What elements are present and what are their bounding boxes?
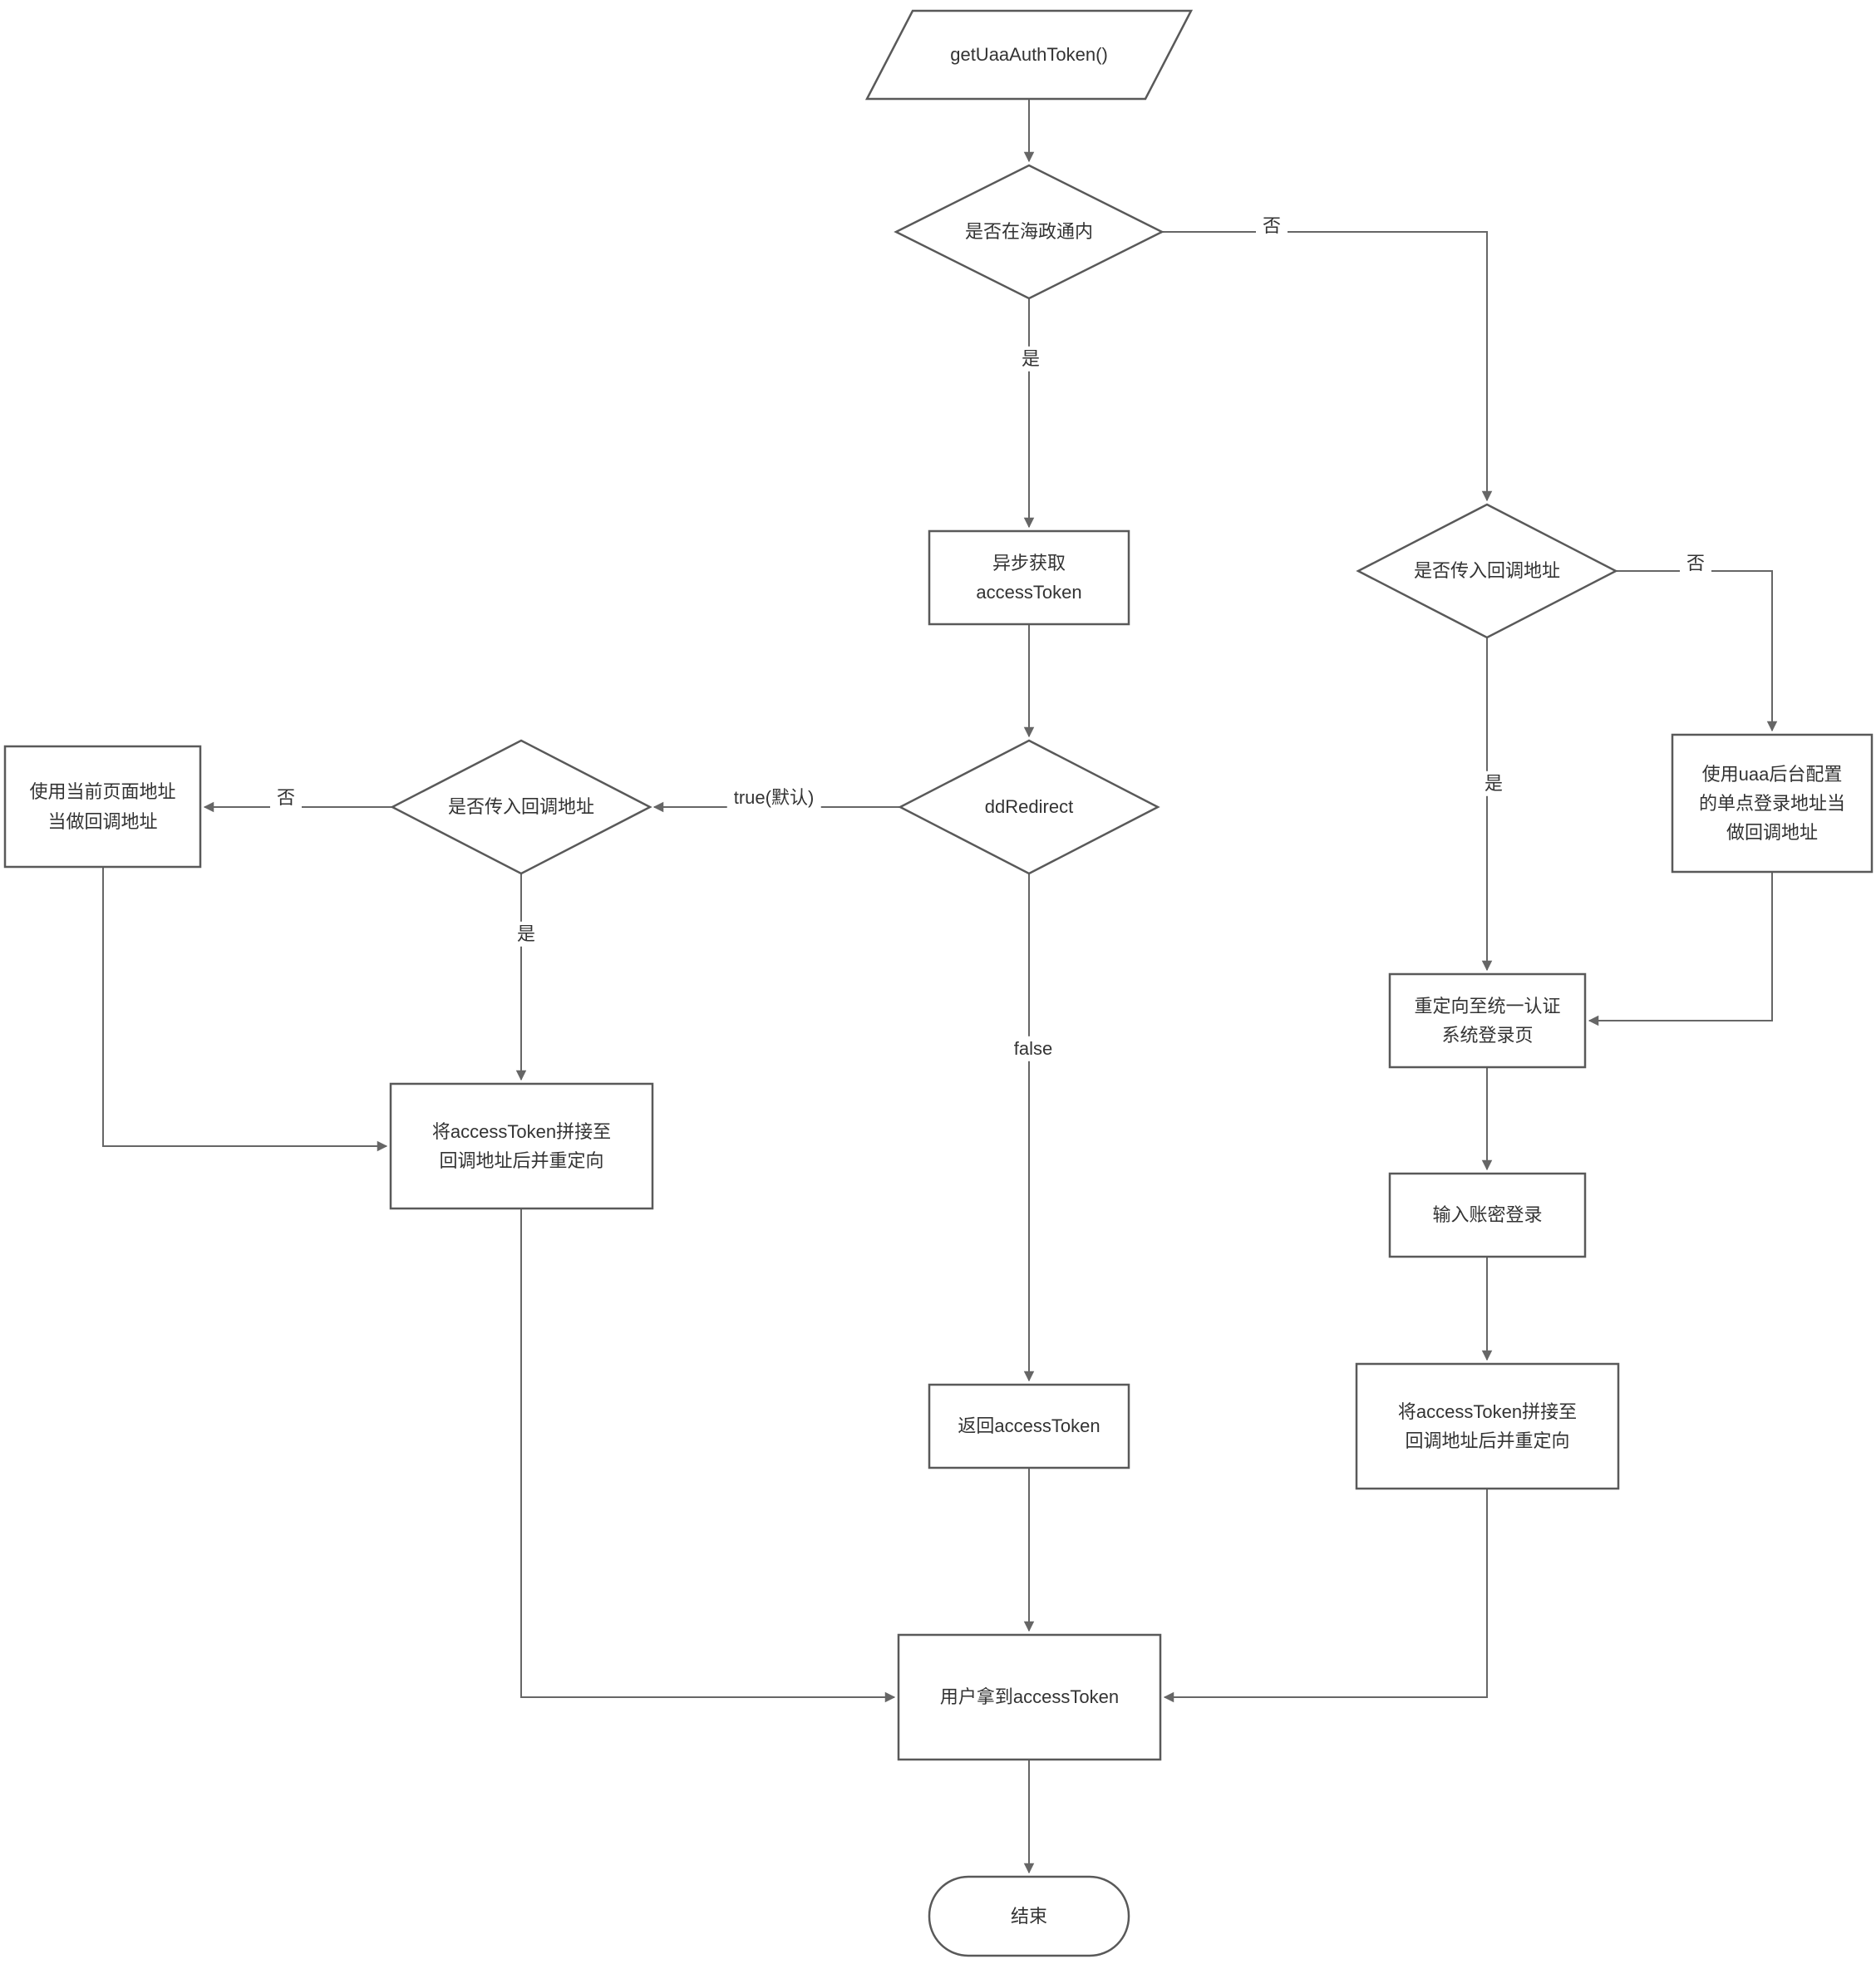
process-return-token-label: 返回accessToken <box>958 1415 1100 1437</box>
decision-callback-left-label: 是否传入回调地址 <box>447 796 594 818</box>
process-append-left-label: 将accessToken拼接至 回调地址后并重定向 <box>431 1120 612 1171</box>
process-input-credentials-label: 输入账密登录 <box>1432 1204 1543 1226</box>
process-use-uaa-config-label: 使用uaa后台配置 的单点登录地址当 做回调地址 <box>1698 763 1845 844</box>
decision-in-haizhengtong-label: 是否在海政通内 <box>964 221 1093 243</box>
process-return-token-shape <box>928 1383 1130 1469</box>
process-use-current-page-label: 使用当前页面地址 当做回调地址 <box>29 781 176 832</box>
decision-callback-right-shape <box>1356 503 1618 639</box>
process-use-uaa-config-shape <box>1671 733 1874 874</box>
decision-in-haizhengtong-shape <box>894 164 1164 300</box>
process-input-credentials-shape <box>1388 1172 1587 1258</box>
process-redirect-sso-label: 重定向至统一认证 系统登录页 <box>1414 995 1561 1046</box>
process-use-current-page-shape <box>3 745 202 869</box>
process-user-gets-token-label: 用户拿到accessToken <box>939 1686 1120 1708</box>
process-append-left-shape <box>389 1082 654 1210</box>
process-append-right-label: 将accessToken拼接至 回调地址后并重定向 <box>1397 1400 1578 1451</box>
edge-label-false: false <box>1007 1036 1060 1062</box>
edge-label-yes-left: 是 <box>510 921 543 948</box>
edge-haizhengtong-no-to-callback-right <box>1162 231 1493 502</box>
start-shape <box>864 9 1194 101</box>
edge-label-yes-right: 是 <box>1477 770 1510 797</box>
process-redirect-sso-shape <box>1388 972 1587 1069</box>
edge-label-no-right: 否 <box>1679 550 1712 577</box>
process-async-get-token-label: 异步获取 accessToken <box>976 552 1082 603</box>
edge-append-right-to-user-gets <box>1163 1489 1488 1703</box>
decision-ddredirect-label: ddRedirect <box>984 796 1074 818</box>
start-node-label: getUaaAuthToken() <box>950 44 1108 66</box>
edge-label-true-default: true(默认) <box>726 785 821 811</box>
edges-group <box>102 99 1778 1874</box>
decision-callback-left-shape <box>390 739 652 875</box>
edge-label-yes-top: 是 <box>1014 346 1047 372</box>
process-append-right-shape <box>1355 1362 1620 1490</box>
edge-uaa-config-to-redirect <box>1588 872 1773 1026</box>
shapes-group <box>3 9 1874 1957</box>
edge-label-no-left: 否 <box>269 785 303 811</box>
edge-current-page-to-append-left <box>102 867 388 1152</box>
terminator-end-label: 结束 <box>1010 1905 1047 1927</box>
decision-callback-right-label: 是否传入回调地址 <box>1413 560 1560 582</box>
terminator-end-shape <box>928 1875 1130 1957</box>
decision-ddredirect-shape <box>898 739 1160 875</box>
edge-append-left-to-user-gets <box>520 1208 896 1703</box>
process-async-get-token-shape <box>928 529 1130 626</box>
edge-callback-right-no-to-uaa-config <box>1616 570 1778 732</box>
edge-label-no-top: 否 <box>1255 213 1288 239</box>
process-user-gets-token-shape <box>897 1633 1162 1761</box>
